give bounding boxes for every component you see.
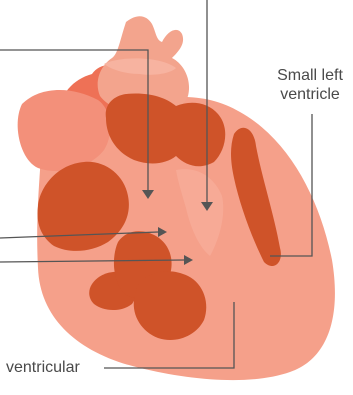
small-left-ventricle-label: Small left ventricle [268, 66, 352, 104]
small-left-ventricle-label-line2: ventricle [268, 85, 352, 104]
ventricular-label: ventricular [6, 358, 80, 377]
small-left-ventricle-label-line1: Small left [268, 66, 352, 85]
